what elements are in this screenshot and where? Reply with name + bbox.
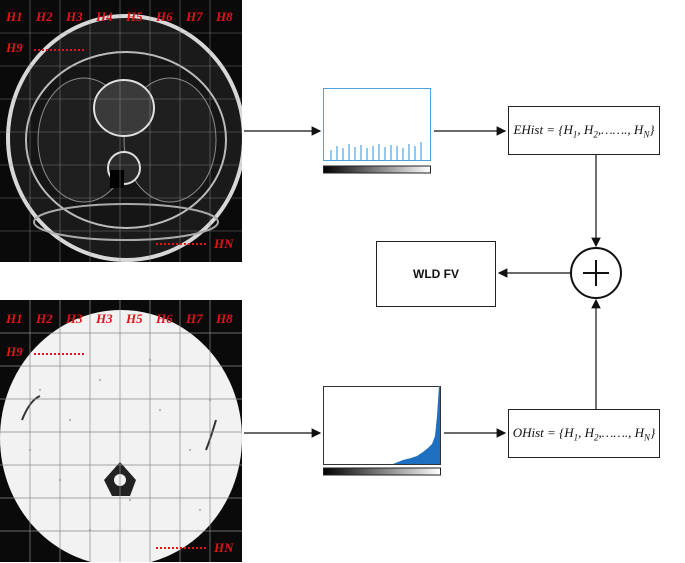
- grid-label-h4: H4: [95, 9, 113, 24]
- ehist-formula: EHist = {H1, H2,……., HN}: [513, 121, 655, 140]
- ehist-formula-box: EHist = {H1, H2,……., HN}: [508, 106, 660, 155]
- ohist-formula-box: OHist = {H1, H2,……., HN}: [508, 409, 660, 458]
- edge-histogram: [323, 88, 431, 174]
- grid-label-h1: H1: [5, 9, 23, 24]
- grid-label-h7: H7: [185, 311, 203, 326]
- grid-label-h5: H5: [125, 9, 143, 24]
- concat-plus-icon: [570, 247, 622, 299]
- grid-label-h2: H2: [35, 311, 53, 326]
- grid-label-h8: H8: [215, 311, 233, 326]
- grid-label-h6: H6: [155, 311, 173, 326]
- grid-label-hn: HN: [213, 540, 234, 555]
- wld-fv-label: WLD FV: [413, 267, 459, 281]
- grid-label-h9: H9: [5, 40, 23, 55]
- ohist-formula: OHist = {H1, H2,……., HN}: [512, 424, 656, 443]
- grid-label-hn: HN: [213, 236, 234, 251]
- grid-label-h9: H9: [5, 344, 23, 359]
- grid-label-h1: H1: [5, 311, 23, 326]
- edge-ct-image: H1 H2 H3 H4 H5 H6 H7 H8 H9 HN: [0, 0, 242, 262]
- grid-label-h7: H7: [185, 9, 203, 24]
- orientation-histogram: [323, 386, 441, 476]
- grid-label-h6: H6: [155, 9, 173, 24]
- grid-label-h2: H2: [35, 9, 53, 24]
- wld-fv-box: WLD FV: [376, 241, 496, 307]
- grid-label-h3: H3: [65, 9, 83, 24]
- grid-label-h8: H8: [215, 9, 233, 24]
- grid-label-h3: H3: [65, 311, 83, 326]
- grid-label-h5: H5: [125, 311, 143, 326]
- orientation-ct-image: H1 H2 H3 H3 H5 H6 H7 H8 H9 HN: [0, 300, 242, 562]
- grid-label-h3b: H3: [95, 311, 113, 326]
